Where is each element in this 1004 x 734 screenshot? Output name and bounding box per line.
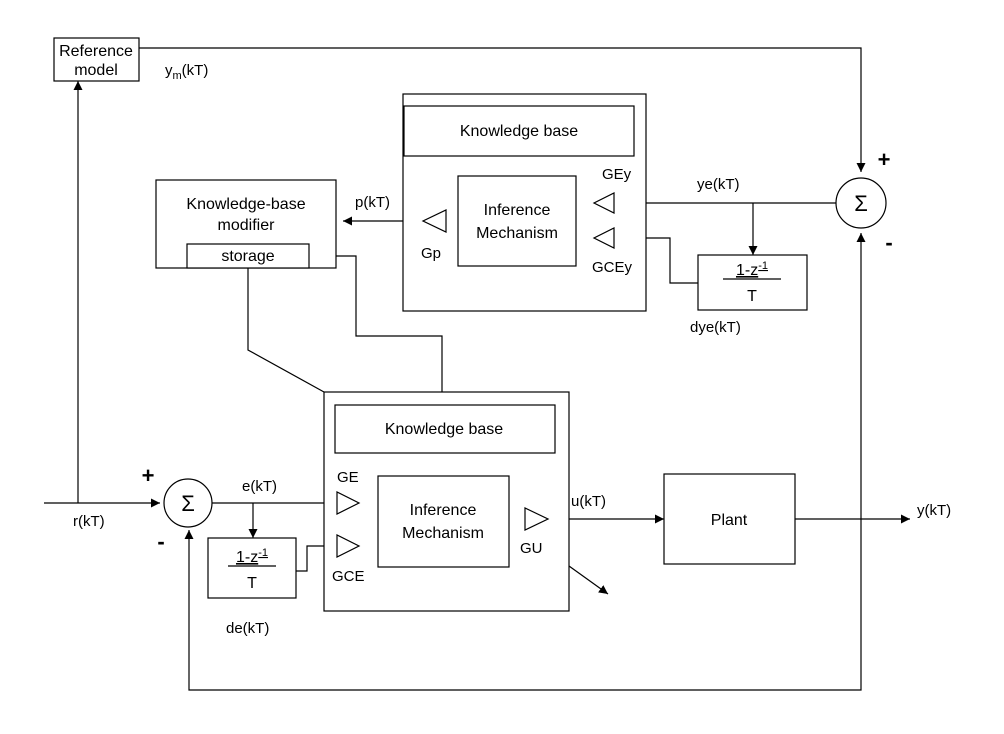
signal-de-label: de(kT) xyxy=(226,620,269,637)
derivative-lower-denominator: T xyxy=(247,575,257,592)
inference-upper-label-line2: Mechanism xyxy=(476,225,558,242)
gain-gey xyxy=(592,192,615,214)
signal-e-label: e(kT) xyxy=(242,478,277,495)
summing-junction-upper: Σ xyxy=(835,177,887,229)
gain-gu xyxy=(524,507,550,531)
wires xyxy=(44,47,910,691)
kb-modifier-label-line1: Knowledge-base xyxy=(186,196,305,213)
gain-gcey xyxy=(592,227,615,249)
signal-p-label: p(kT) xyxy=(355,194,390,211)
wire-ref-to-sum-upper xyxy=(139,47,866,172)
derivative-upper-numerator: 1-z-1 xyxy=(736,260,768,279)
wire-derivative-to-gce xyxy=(296,545,337,572)
gain-gp xyxy=(421,209,447,233)
reference-model-label-line1: Reference xyxy=(59,43,133,60)
knowledge-base-lower xyxy=(334,404,556,454)
wire-controller-to-storage xyxy=(309,251,443,392)
knowledge-base-upper xyxy=(403,105,635,157)
summing-junction-lower: Σ xyxy=(163,478,213,528)
wire-feedback-lower xyxy=(184,519,862,691)
derivative-block-lower: 1-z-1 T xyxy=(207,537,297,599)
signal-r-label: r(kT) xyxy=(73,513,105,530)
gain-gu-label: GU xyxy=(520,540,543,557)
signal-ye-label: ye(kT) xyxy=(697,176,740,193)
gain-ge xyxy=(336,491,361,515)
kb-modifier-label-line2: modifier xyxy=(218,217,276,234)
gain-gp-label: Gp xyxy=(421,245,441,262)
inference-mechanism-upper xyxy=(457,175,577,267)
sum-lower-plus-sign: + xyxy=(142,463,155,488)
signal-dye-label: dye(kT) xyxy=(690,319,741,336)
plant-block: Plant xyxy=(663,473,796,565)
gain-gce xyxy=(336,534,361,558)
signal-u-label: u(kT) xyxy=(571,493,606,510)
fuzzy-inverse-model-block: Knowledge base Inference Mechanism xyxy=(402,93,647,312)
signal-y-label: y(kT) xyxy=(917,502,951,519)
inference-mechanism-lower xyxy=(377,475,510,568)
derivative-upper-denominator: T xyxy=(747,288,757,305)
gain-gce-label: GCE xyxy=(332,568,365,585)
derivative-block-upper: 1-z-1 T xyxy=(697,254,808,311)
storage-block xyxy=(186,243,310,269)
knowledge-base-upper-label: Knowledge base xyxy=(460,123,578,140)
sum-upper-symbol: Σ xyxy=(854,191,868,216)
signal-ym-label: ym(kT) xyxy=(165,62,208,82)
inference-lower-label-line1: Inference xyxy=(410,502,477,519)
sum-lower-minus-sign: - xyxy=(157,529,164,554)
gain-gcey-label: GCEy xyxy=(592,259,633,276)
gain-ge-label: GE xyxy=(337,469,359,486)
sum-upper-minus-sign: - xyxy=(885,230,892,255)
inference-lower-label-line2: Mechanism xyxy=(402,525,484,542)
reference-model-block: Reference model xyxy=(53,37,140,82)
wire-storage-to-controller xyxy=(247,268,325,393)
fuzzy-controller-block: Knowledge base Inference Mechanism xyxy=(323,391,570,612)
knowledge-base-modifier-block: Knowledge-base modifier storage xyxy=(155,179,337,269)
gain-gey-label: GEy xyxy=(602,166,632,183)
reference-model-label-line2: model xyxy=(74,62,118,79)
plant-label: Plant xyxy=(711,512,748,529)
storage-label: storage xyxy=(221,248,274,265)
inference-upper-label-line1: Inference xyxy=(484,202,551,219)
sum-lower-symbol: Σ xyxy=(181,491,195,516)
knowledge-base-lower-label: Knowledge base xyxy=(385,421,503,438)
sum-upper-plus-sign: + xyxy=(878,147,891,172)
derivative-lower-numerator: 1-z-1 xyxy=(236,547,268,566)
adaptation-arrow xyxy=(568,565,609,595)
